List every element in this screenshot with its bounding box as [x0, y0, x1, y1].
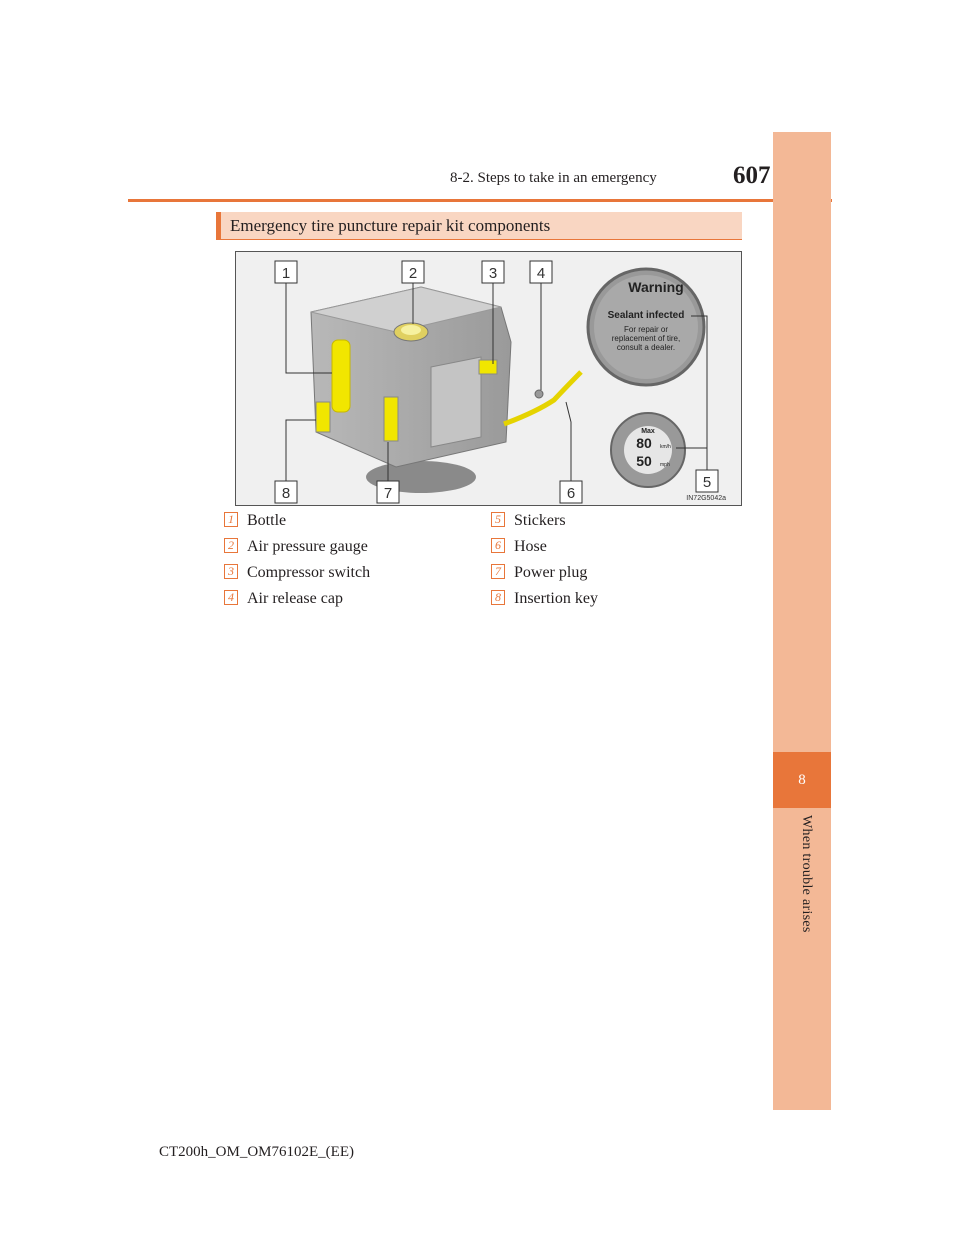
kit-panel — [430, 356, 482, 448]
legend-label: Insertion key — [514, 590, 598, 607]
svg-text:5: 5 — [703, 474, 711, 491]
section-title: 8-2. Steps to take in an emergency — [450, 170, 657, 186]
legend-label: Stickers — [514, 512, 566, 529]
legend-number: 4 — [224, 590, 238, 605]
bottle — [331, 339, 351, 413]
legend-label: Bottle — [247, 512, 287, 529]
sticker-warning-line2: For repair or — [624, 325, 668, 334]
sticker-speed-mph-unit: mph — [660, 462, 670, 468]
legend-item: 2 Air pressure gauge — [224, 538, 368, 556]
legend-label: Air release cap — [247, 590, 343, 607]
svg-text:7: 7 — [384, 485, 392, 502]
sticker-speed-kmh: 80 — [636, 435, 652, 451]
callout-8: 8 — [274, 480, 298, 504]
legend-number: 2 — [224, 538, 238, 553]
legend-item: 1 Bottle — [224, 512, 286, 530]
document-code-footer: CT200h_OM_OM76102E_(EE) — [159, 1144, 354, 1160]
legend-number: 8 — [491, 590, 505, 605]
svg-text:6: 6 — [567, 485, 575, 502]
page-number: 607 — [733, 162, 771, 189]
callout-4: 4 — [529, 260, 553, 284]
warning-sticker: Warning Sealant infected For repair or r… — [586, 267, 706, 387]
legend-number: 3 — [224, 564, 238, 579]
header-rule — [128, 199, 832, 202]
section-heading: Emergency tire puncture repair kit compo… — [230, 216, 551, 235]
legend-item: 6 Hose — [491, 538, 547, 556]
chapter-number: 8 — [773, 752, 831, 808]
figure-code: IN72G5042a — [686, 495, 726, 502]
insertion-key — [315, 401, 331, 433]
compressor-switch — [478, 359, 498, 375]
legend-number: 7 — [491, 564, 505, 579]
chapter-title: When trouble arises — [799, 815, 814, 933]
sticker-speed-max: Max — [641, 428, 655, 435]
callout-6: 6 — [559, 480, 583, 504]
legend-item: 5 Stickers — [491, 512, 566, 530]
callout-7: 7 — [376, 480, 400, 504]
leader-lines — [285, 283, 708, 481]
legend-item: 4 Air release cap — [224, 590, 343, 608]
air-release-cap — [534, 389, 544, 399]
sticker-warning-line3: replacement of tire, — [612, 334, 680, 343]
legend-label: Power plug — [514, 564, 588, 581]
legend-label: Compressor switch — [247, 564, 371, 581]
svg-text:1: 1 — [282, 265, 290, 282]
repair-kit-illustration: Warning Sealant infected For repair or r… — [235, 251, 742, 506]
repair-kit-drawing: Warning Sealant infected For repair or r… — [274, 260, 726, 504]
callout-5: 5 — [695, 469, 719, 493]
legend-number: 5 — [491, 512, 505, 527]
hose — [503, 370, 583, 427]
svg-text:4: 4 — [537, 265, 545, 282]
legend-label: Hose — [514, 538, 547, 555]
sticker-warning-line4: consult a dealer. — [617, 343, 675, 352]
sticker-warning-title: Warning — [628, 279, 683, 295]
legend-number: 6 — [491, 538, 505, 553]
heading-underline — [216, 239, 742, 240]
legend-number: 1 — [224, 512, 238, 527]
legend-item: 3 Compressor switch — [224, 564, 370, 582]
svg-text:2: 2 — [409, 265, 417, 282]
svg-text:3: 3 — [489, 265, 497, 282]
callout-2: 2 — [401, 260, 425, 284]
legend-label: Air pressure gauge — [247, 538, 368, 555]
legend-item: 8 Insertion key — [491, 590, 598, 608]
callout-1: 1 — [274, 260, 298, 284]
sticker-speed-mph: 50 — [636, 453, 652, 469]
heading-bar — [216, 212, 742, 239]
callout-3: 3 — [481, 260, 505, 284]
kit-top — [310, 286, 502, 333]
svg-text:8: 8 — [282, 485, 290, 502]
legend-item: 7 Power plug — [491, 564, 587, 582]
sticker-speed-kmh-unit: km/h — [660, 444, 671, 450]
chapter-side-tab — [773, 132, 831, 1110]
power-plug — [383, 396, 399, 442]
sticker-warning-line1: Sealant infected — [608, 310, 685, 321]
speed-sticker: Max 80 km/h 50 mph — [610, 412, 686, 488]
